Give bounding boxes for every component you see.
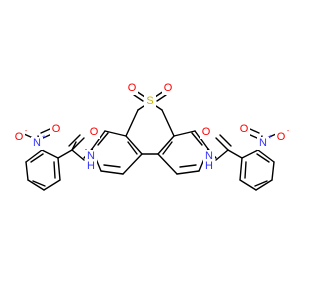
- molecule-svg: S O O N H N H O O N + O - O N + O - O: [13, 82, 290, 191]
- amide-nitrogen-right-label: N: [205, 150, 213, 162]
- nitro-oxygen-left-label: O: [52, 123, 61, 135]
- nitro-oxygen-minus-right-label: O: [277, 131, 286, 143]
- nitro-oxygen-right-label: O: [240, 123, 249, 135]
- sulfur-atom-label: S: [146, 95, 153, 107]
- amide-nitrogen-left-label: N: [87, 150, 95, 162]
- nitro-nitrogen-left-charge: +: [42, 134, 46, 141]
- nitro-nitrogen-right-charge: +: [268, 134, 272, 141]
- atom-labels: S O O N H N H O O N + O - O N + O - O: [13, 82, 290, 172]
- molecule-structure-canvas: S O O N H N H O O N + O - O N + O - O: [13, 82, 290, 191]
- nitro-oxygen-minus-left-charge: -: [25, 128, 28, 135]
- carbonyl-oxygen-left-label: O: [90, 126, 99, 138]
- nitro-nitrogen-right-label: N: [259, 137, 267, 149]
- amide-hydrogen-right-label: H: [205, 160, 213, 172]
- nitro-nitrogen-left-label: N: [33, 137, 41, 149]
- nitro-oxygen-minus-left-label: O: [15, 131, 24, 143]
- amide-hydrogen-left-label: H: [87, 160, 95, 172]
- sulfone-oxygen-right-label: O: [164, 82, 173, 94]
- carbonyl-oxygen-right-label: O: [202, 126, 211, 138]
- bond-lines: [23, 90, 277, 191]
- sulfone-oxygen-left-label: O: [128, 82, 137, 94]
- nitro-oxygen-minus-right-charge: -: [287, 128, 290, 135]
